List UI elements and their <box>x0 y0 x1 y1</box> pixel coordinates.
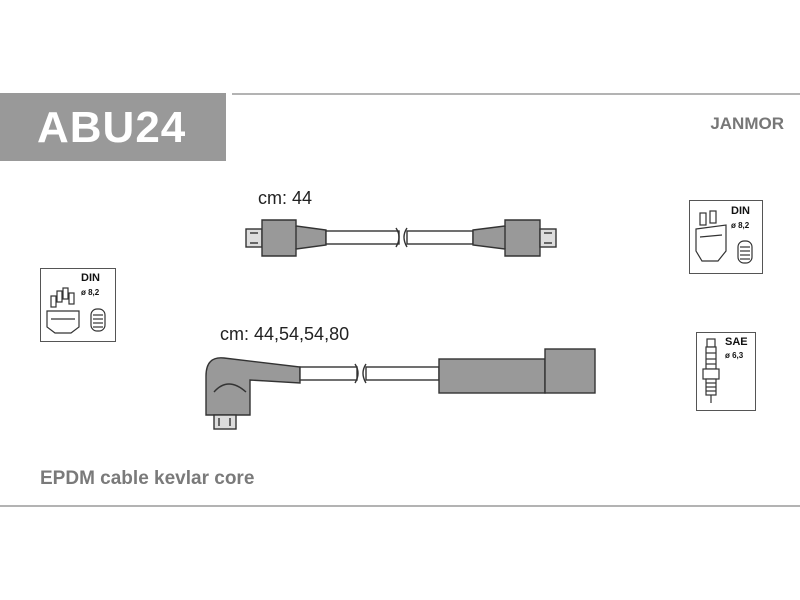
wire-2-cable-right <box>365 366 440 381</box>
brand-name: JANMOR <box>710 114 784 133</box>
distributor-cap-icon <box>695 210 753 264</box>
wire-length-label-2: cm: 44,54,54,80 <box>220 324 350 344</box>
spark-plug-sae-icon: SAE ø 6,3 <box>696 332 756 411</box>
wire-1-cable-right <box>406 230 474 245</box>
icon-diameter-label: ø 6,3 <box>725 351 744 360</box>
wire-1-straight <box>245 219 557 257</box>
product-code: ABU24 <box>37 103 187 152</box>
icon-diameter-label: ø 8,2 <box>731 221 750 230</box>
cable-description: EPDM cable kevlar core <box>40 468 255 489</box>
wire-1-left-terminal <box>245 228 263 248</box>
spark-plug-icon <box>702 338 720 403</box>
wire-1-right-boot <box>472 219 541 257</box>
wire-1-cable-left <box>325 230 400 245</box>
wire-2-angled-terminal <box>213 414 237 430</box>
icon-standard-label: DIN <box>731 205 750 217</box>
icon-standard-label: DIN <box>81 272 100 284</box>
wire-2-straight-boot-end <box>544 348 596 394</box>
distributor-din-icon-left: DIN ø 8,2 <box>40 268 116 342</box>
bottom-divider <box>0 505 800 507</box>
wire-2-angled-boot <box>205 357 301 416</box>
wire-2-straight-boot <box>438 358 546 394</box>
wire-length-label-1: cm: 44 <box>258 188 313 208</box>
wire-1-right-terminal <box>539 228 557 248</box>
distributor-cap-icon <box>46 287 106 334</box>
icon-diameter-label: ø 8,2 <box>81 288 100 297</box>
wire-1-left-boot <box>261 219 327 257</box>
product-code-box <box>0 93 226 161</box>
icon-standard-label: SAE <box>725 336 748 348</box>
distributor-din-icon-right: DIN ø 8,2 <box>689 200 763 274</box>
wire-2-cable-left <box>299 366 358 381</box>
top-divider <box>232 93 800 95</box>
wire-2-angled <box>205 348 596 430</box>
